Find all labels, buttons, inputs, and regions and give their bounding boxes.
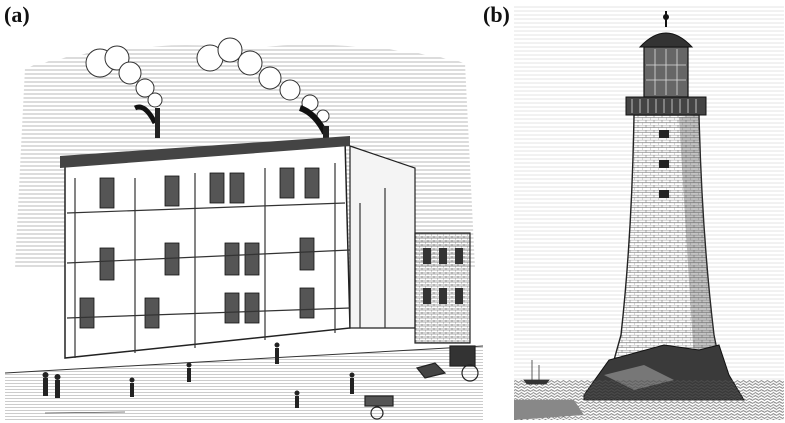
lighthouse-engraving [514,5,784,420]
curb [5,345,483,374]
tower-windows [659,130,669,198]
street [5,346,483,420]
factory-illustration [5,37,483,420]
window-grid [79,167,320,329]
balcony-railings [631,99,697,113]
scaffolding [66,163,386,358]
brick-house-windows [423,248,463,304]
panel-label-b: (b) [483,2,510,27]
factory-engraving [5,28,483,420]
gallery-balcony [625,96,707,116]
smoke-plume [85,37,330,123]
chimney [155,108,160,138]
panel-label-a: (a) [4,2,30,27]
hand-cart [364,395,394,420]
lighthouse-illustration [514,5,784,420]
ground-line [44,411,126,414]
horse-carriage [415,345,479,382]
foreground-rock [514,400,584,420]
pedestrians [42,342,355,408]
tower-shading [679,115,719,360]
lantern-dome [638,32,694,48]
cornice [60,136,350,168]
smoke-dark [133,104,158,125]
finial-ball [663,14,669,20]
lantern-panes [646,49,686,95]
distant-ship [523,360,550,385]
